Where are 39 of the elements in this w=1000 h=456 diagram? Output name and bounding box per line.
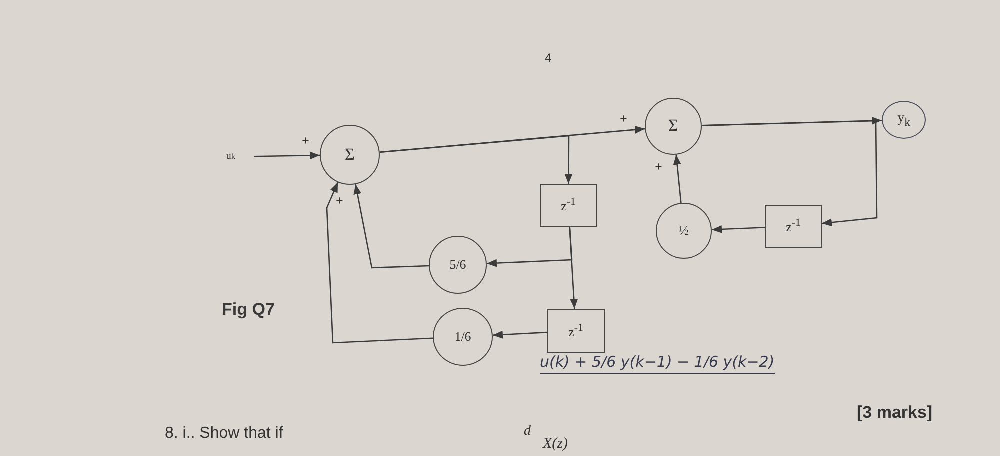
gain-value: ½ xyxy=(679,224,689,238)
figure-caption: Fig Q7 xyxy=(222,300,275,320)
sign-label: + xyxy=(655,160,662,174)
summing-junction xyxy=(645,98,702,155)
sum-symbol: Σ xyxy=(345,146,355,164)
arrow xyxy=(492,330,548,339)
question-text: 8. i.. Show that if xyxy=(165,425,284,443)
arrow xyxy=(254,152,320,160)
gain-value: 1/6 xyxy=(454,330,472,344)
delay-block xyxy=(540,184,597,227)
delay-label: z$^{-1}$ xyxy=(786,218,801,235)
arrow xyxy=(486,226,573,268)
output-node xyxy=(882,101,926,139)
page-number: 4 xyxy=(545,52,552,66)
gain-circle xyxy=(429,236,487,294)
gain-value: 5/6 xyxy=(450,258,466,272)
arrow xyxy=(354,184,430,269)
math-text: d xyxy=(524,424,531,440)
sign-label: + xyxy=(620,112,628,126)
arrow xyxy=(673,154,682,204)
arrow xyxy=(712,225,766,234)
delay-block xyxy=(547,309,605,353)
math-text: X(z) xyxy=(543,436,568,452)
delay-label: z$^{-1}$ xyxy=(561,197,576,214)
marks-label: [3 marks] xyxy=(857,404,933,423)
summing-junction xyxy=(320,125,380,185)
handwritten-note: u(k) + 5/6 y(k−1) − 1/6 y(k−2) xyxy=(540,354,775,374)
sign-label: + xyxy=(302,134,310,148)
output-label: y$_{k}$ xyxy=(898,110,910,130)
gain-circle xyxy=(433,308,493,366)
arrow xyxy=(569,226,578,310)
gain-circle xyxy=(656,203,712,259)
sum-symbol: Σ xyxy=(668,117,678,136)
delay-label: z$^{-1}$ xyxy=(568,322,584,340)
sign-label: + xyxy=(336,194,344,208)
delay-block xyxy=(765,205,822,248)
arrow xyxy=(380,135,573,184)
arrow xyxy=(702,120,878,227)
arrow xyxy=(326,182,434,344)
